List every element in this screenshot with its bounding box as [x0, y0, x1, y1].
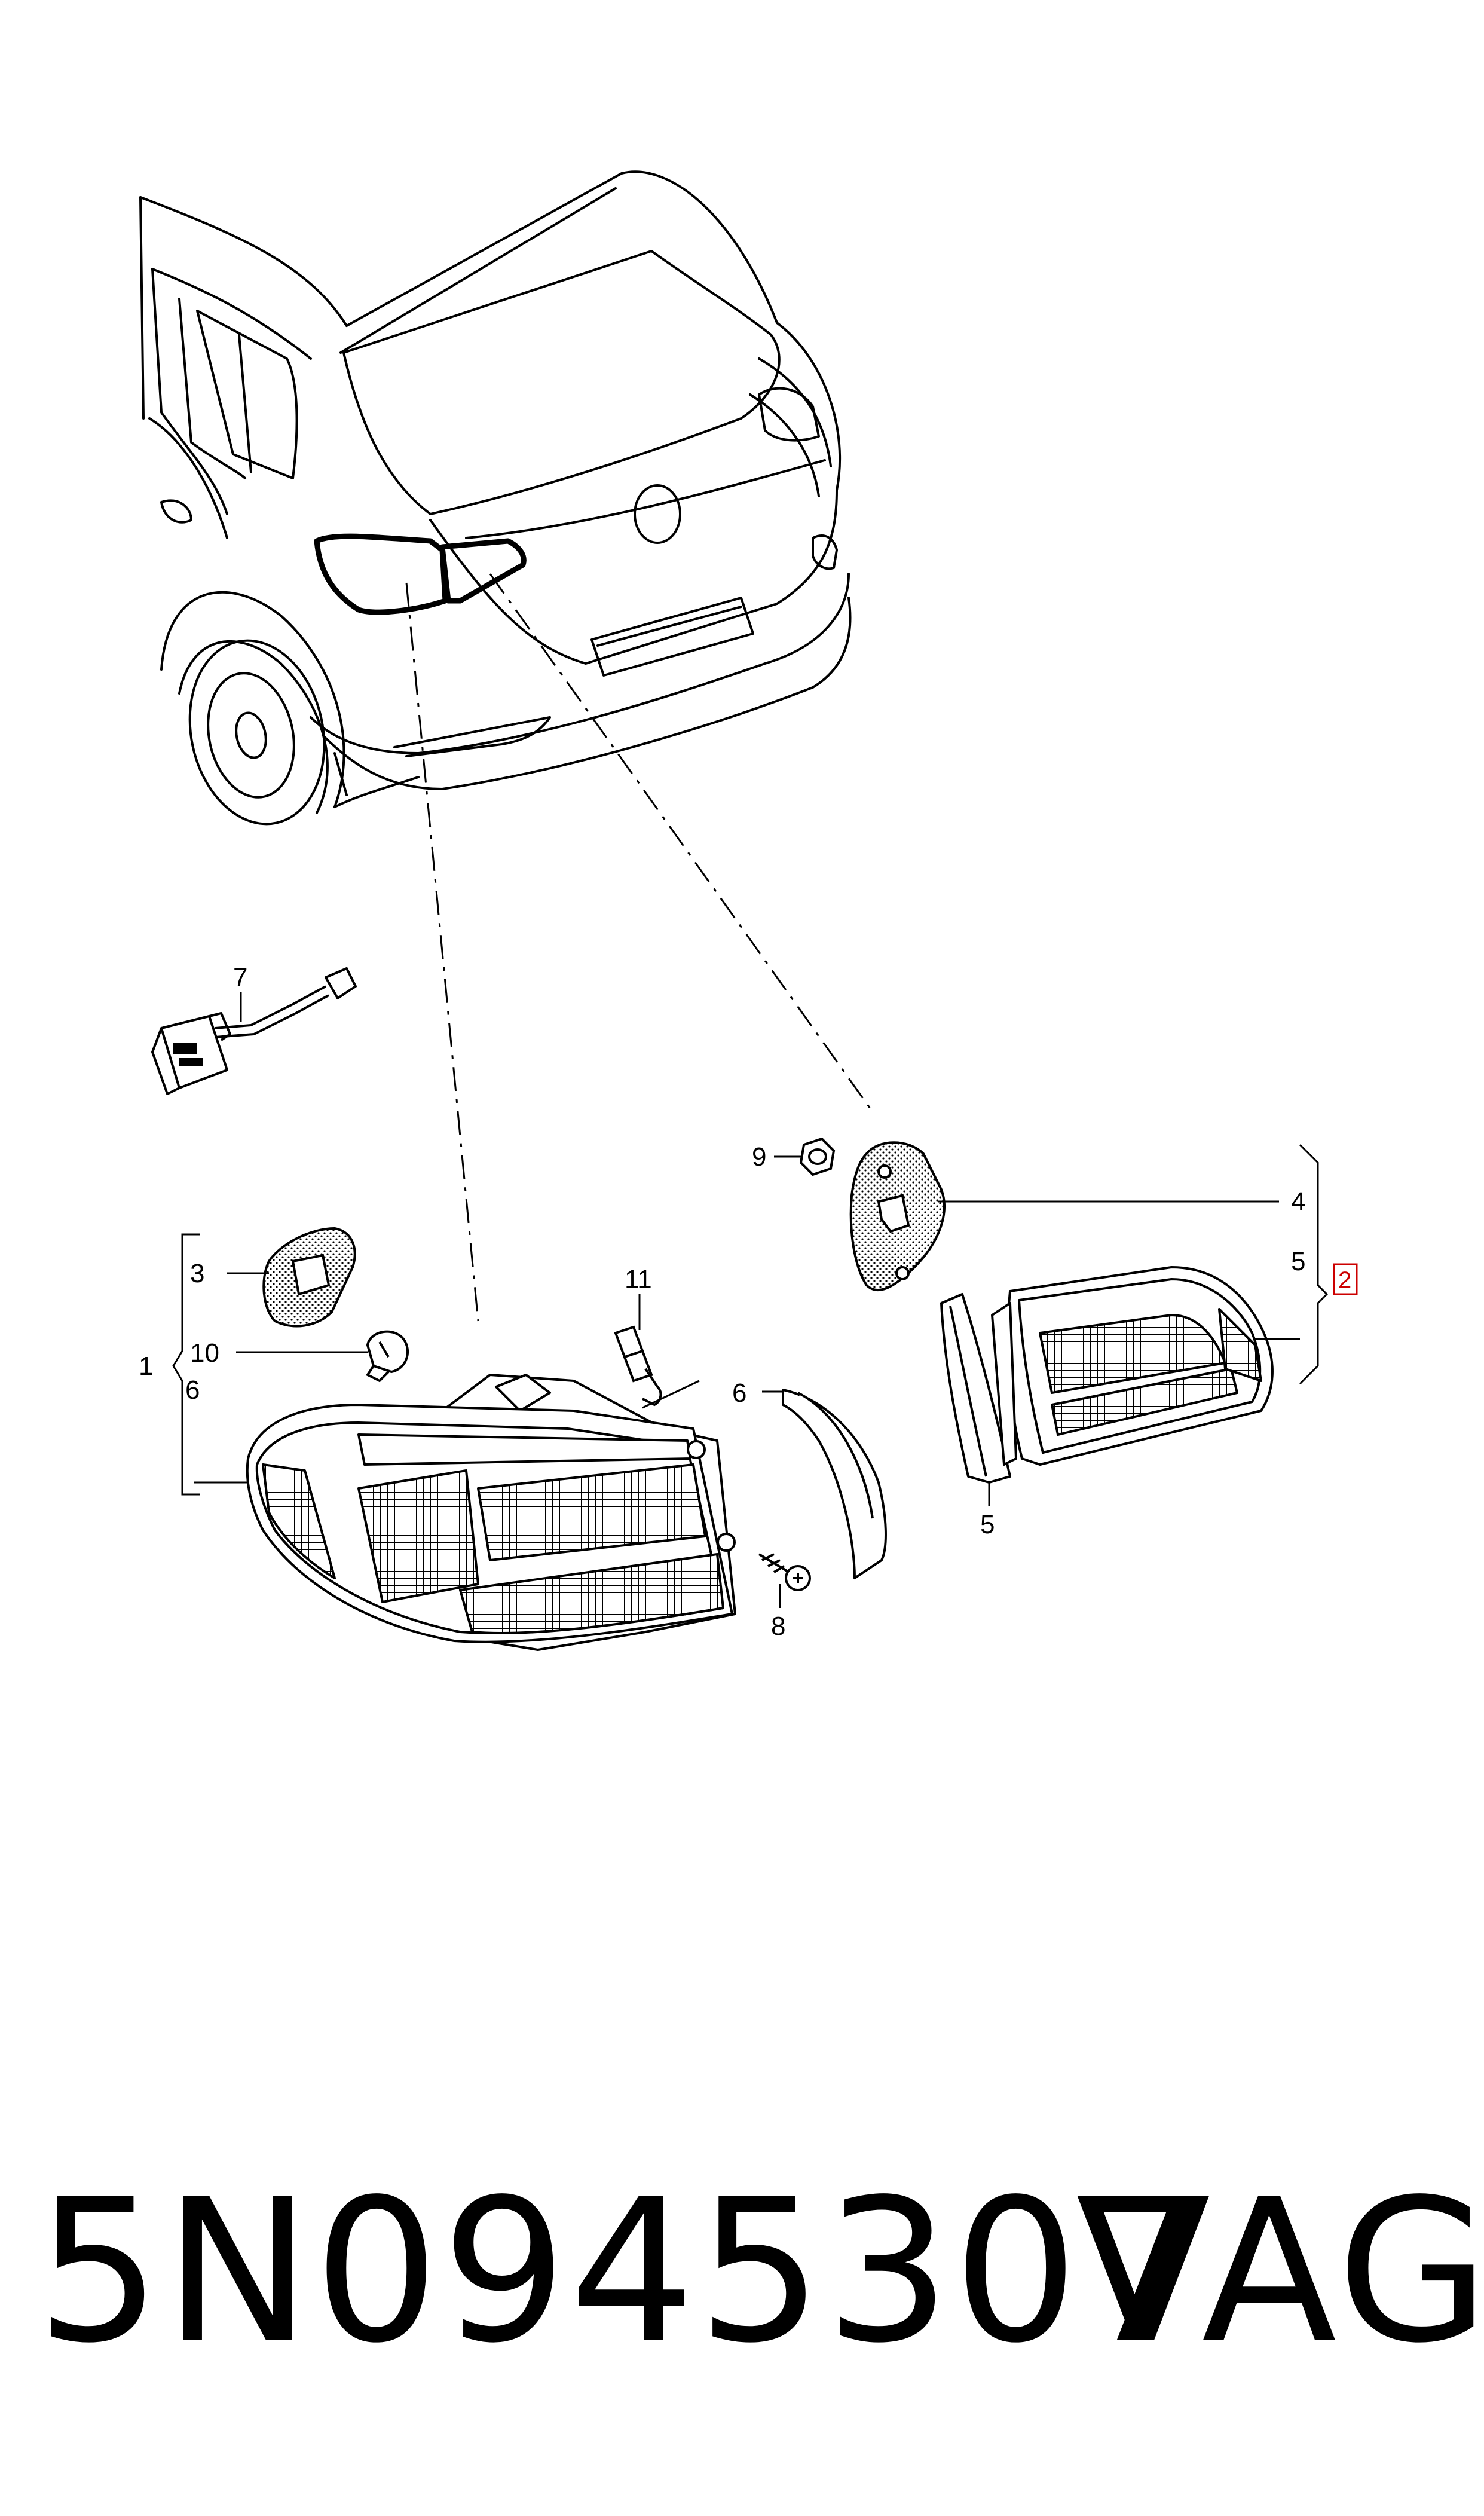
brand-name: VAG — [1076, 2157, 1484, 2386]
callout-9: 9 — [752, 1142, 766, 1172]
callout-11: 11 — [625, 1265, 652, 1294]
callout-2: 2 — [1338, 1267, 1351, 1294]
callout-6-right: 6 — [732, 1378, 746, 1408]
callout-4: 4 — [1291, 1187, 1305, 1216]
nut-illustration — [799, 1137, 836, 1176]
part-number: 5N0945307 — [36, 2157, 1209, 2386]
group-1-bracket — [172, 1233, 200, 1496]
outer-gasket-illustration — [262, 1227, 356, 1328]
trim-strip-illustration — [782, 1389, 887, 1579]
clip-illustration — [614, 1325, 662, 1407]
callout-leaders — [194, 992, 1300, 1608]
screw-illustration — [758, 1553, 811, 1591]
callout-labels: 7 9 4 5 2 3 10 1 6 11 6 5 8 — [139, 963, 1358, 1641]
callout-6-left: 6 — [185, 1375, 200, 1405]
inner-gasket-illustration — [849, 1141, 946, 1292]
outer-tail-light-illustration — [246, 1374, 736, 1651]
callout-5-lower: 5 — [980, 1510, 995, 1539]
inner-tail-light-illustration — [991, 1266, 1274, 1466]
leader-lines — [405, 573, 874, 1322]
callout-1: 1 — [139, 1352, 153, 1381]
bulb-illustration — [366, 1330, 409, 1383]
group-2-bracket — [1299, 1144, 1329, 1385]
wiring-harness-illustration — [151, 967, 357, 1095]
vehicle-taillight-highlight — [314, 533, 527, 615]
callout-5-upper: 5 — [1291, 1247, 1305, 1276]
callout-2-highlight-box — [1333, 1263, 1358, 1295]
cover-strip-illustration — [940, 1293, 1011, 1484]
callout-10: 10 — [190, 1338, 219, 1368]
vehicle-rear-illustration — [139, 170, 852, 826]
callout-8: 8 — [771, 1612, 785, 1641]
footer: 5N0945307 VAG — [0, 2164, 1484, 2379]
callout-7: 7 — [233, 963, 247, 992]
callout-3: 3 — [190, 1259, 204, 1288]
